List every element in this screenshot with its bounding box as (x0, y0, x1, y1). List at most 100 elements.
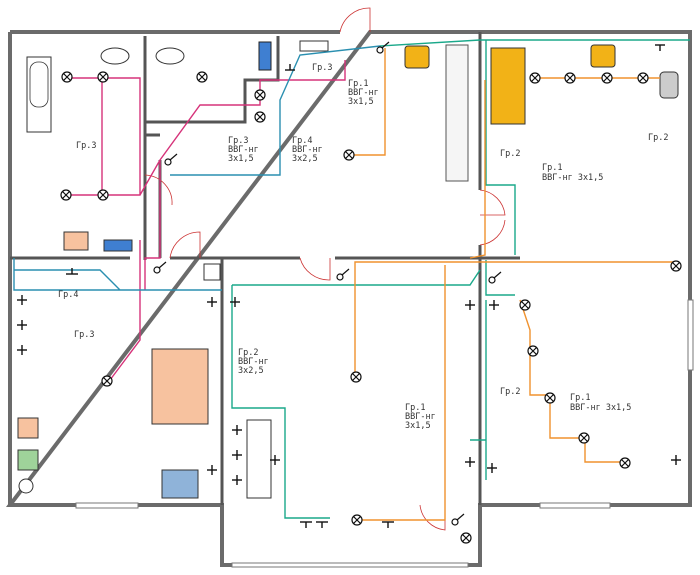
socket-icon (300, 521, 312, 528)
dishwasher (17, 449, 39, 471)
label-gr4-mid-c: 3х2,5 (292, 154, 318, 164)
label-gr3-top: Гр.3 (312, 63, 332, 73)
label-gr1-low-a: Гр.1 (405, 403, 425, 413)
wire-group3-bath (70, 60, 346, 196)
wiring (13, 39, 690, 521)
mirror-light (299, 40, 329, 52)
boiler (258, 41, 272, 71)
socket-icon (270, 455, 280, 465)
toilet (155, 47, 185, 65)
stove (17, 417, 39, 439)
armchair (404, 45, 430, 69)
ceiling-lamp-icon (343, 149, 355, 161)
washing-machine (203, 263, 221, 281)
walls (5, 30, 692, 567)
label-gr1-right-b: ВВГ-нг 3х1,5 (542, 173, 603, 183)
wall-bath-corner (143, 122, 160, 137)
wire-group2-room (231, 285, 330, 519)
label-gr2-room-a: Гр.2 (238, 348, 258, 358)
wire-group3-kitchen (109, 240, 141, 381)
switch-icon (488, 271, 502, 284)
socket-icon (17, 345, 27, 355)
label-gr2-center: Гр.2 (500, 149, 520, 159)
ceiling-lamp-icon (544, 392, 556, 404)
ceiling-lamp-icon (254, 89, 266, 101)
ceiling-lamp-icon (60, 189, 72, 201)
label-gr1-low-b: ВВГ-нг (405, 412, 436, 422)
extractor (18, 478, 34, 494)
doors (144, 7, 506, 531)
ceiling-lamp-icon (350, 371, 362, 383)
furniture (17, 40, 679, 499)
ceiling-lamp-icon (97, 71, 109, 83)
sink (100, 47, 130, 65)
fridge (161, 469, 199, 499)
outer-wall (5, 30, 692, 567)
socket-icon (465, 300, 475, 310)
socket-icon (230, 297, 240, 307)
lamps (60, 71, 682, 544)
ceiling-lamp-icon (527, 345, 539, 357)
label-gr2-low: Гр.2 (500, 387, 520, 397)
label-gr1-right-a: Гр.1 (542, 163, 562, 173)
label-gr3-mid-a: Гр.3 (228, 136, 248, 146)
socket-icon (66, 268, 78, 275)
label-gr1-low-c: 3х1,5 (405, 421, 431, 431)
label-gr2-right: Гр.2 (648, 133, 668, 143)
label-gr1-top-b: ВВГ-нг (348, 88, 379, 98)
bathtub (26, 56, 52, 133)
ceiling-lamp-icon (460, 532, 472, 544)
wall-bath-inner (145, 36, 280, 124)
ceiling-lamp-icon (637, 72, 649, 84)
wire-group3-hall (144, 160, 161, 290)
label-gr3-mid-b: ВВГ-нг (228, 145, 259, 155)
socket-icon (232, 475, 242, 485)
wire-group2 (232, 39, 690, 480)
socket-icon (232, 450, 242, 460)
socket-icon (232, 425, 242, 435)
socket-icon (17, 295, 27, 305)
ceiling-lamp-icon (61, 71, 73, 83)
armchair (590, 44, 616, 68)
ceiling-lamp-icon (196, 71, 208, 83)
window-room (539, 502, 611, 509)
ceiling-lamp-icon (351, 514, 363, 526)
switch-icon (376, 41, 390, 54)
tv-unit (659, 71, 679, 99)
label-gr1-top-c: 3х1,5 (348, 97, 374, 107)
window-right (687, 299, 694, 371)
label-gr1-lowright-b: ВВГ-нг 3х1,5 (570, 403, 631, 413)
switch-icon (164, 153, 178, 166)
switch-icon (336, 268, 350, 281)
door-swing-icon (339, 7, 371, 33)
socket-icon (316, 521, 328, 528)
socket-icon (207, 465, 217, 475)
ceiling-lamp-icon (101, 375, 113, 387)
ceiling-lamp-icon (254, 111, 266, 123)
wire-group1 (350, 48, 675, 521)
ceiling-lamp-icon (670, 260, 682, 272)
socket-icon (285, 64, 295, 71)
ceiling-lamp-icon (619, 457, 631, 469)
label-gr3-left: Гр.3 (74, 330, 94, 340)
switch-icon (153, 261, 167, 274)
label-gr4-mid-b: ВВГ-нг (292, 145, 323, 155)
socket-icon (487, 463, 497, 473)
door-swing-icon (299, 257, 331, 281)
socket-icon (17, 320, 27, 330)
label-gr2-room-b: ВВГ-нг (238, 357, 269, 367)
label-gr1-lowright-a: Гр.1 (570, 393, 590, 403)
bed (490, 47, 526, 125)
door-swing-icon (479, 219, 506, 246)
ceiling-lamp-icon (97, 189, 109, 201)
window-kitchen (75, 502, 139, 509)
windows (75, 299, 694, 568)
label-gr1-top-a: Гр.1 (348, 79, 368, 89)
washer (103, 239, 133, 252)
socket-icon (489, 300, 499, 310)
socket-icon (382, 521, 394, 528)
ceiling-lamp-icon (564, 72, 576, 84)
sockets (17, 44, 681, 528)
wardrobe (445, 44, 469, 182)
